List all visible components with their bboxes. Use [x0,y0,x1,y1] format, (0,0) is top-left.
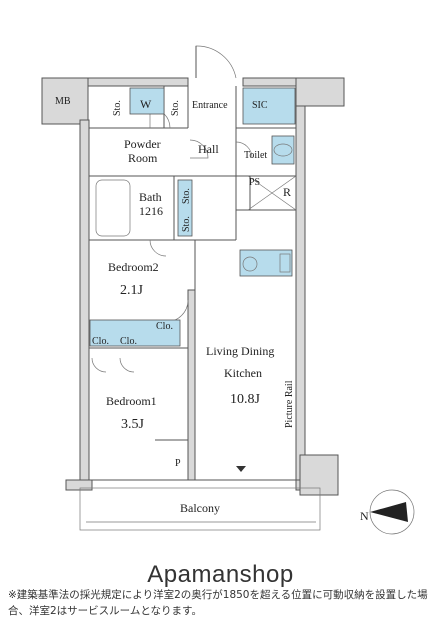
picture-rail-label: Picture Rail [284,380,295,428]
powder-room-label: Powder [124,137,161,151]
ldk-size-label: 10.8J [230,392,261,407]
closet-label-c: Clo. [156,321,173,332]
toilet-tank [271,135,295,165]
sic-label: SIC [252,100,268,111]
storage-label-4: Sto. [181,216,192,232]
fixtures [89,87,297,347]
floor-plan: MB W Entrance SIC Powder Room Hall Toile… [41,45,415,535]
closet-storage [89,319,181,347]
r-label: R [283,185,291,199]
powder-room-label-line2: Room [128,151,158,165]
bedroom2-size-label: 2.1J [120,283,144,298]
entrance-label: Entrance [192,100,228,111]
stove-icon [279,253,291,273]
closet-label-a: Clo. [92,336,109,347]
shoe-closet [242,87,296,125]
balcony-label: Balcony [180,501,220,515]
bathtub-icon [95,179,131,237]
washing-machine-pan [129,87,165,115]
bedroom1-size-label: 3.5J [121,417,145,432]
bedroom2-label: Bedroom2 [108,260,159,274]
brand-logo: Apamanshop [147,561,294,588]
hall-label: Hall [198,142,219,156]
toilet-label: Toilet [244,150,267,161]
ps-label: PS [249,177,260,188]
bath-storage [177,179,193,237]
mb-label: MB [55,96,71,107]
balcony-area [79,466,321,531]
closet-label-b: Clo. [120,336,137,347]
compass-icon [369,489,415,535]
ldk-label: Living Dining [206,344,274,358]
storage-label-2: Sto. [170,100,181,116]
bath-size-label: 1216 [139,204,163,218]
storage-label-1: Sto. [112,100,123,116]
bedroom1-label: Bedroom1 [106,394,157,408]
entrance-door-icon [195,45,237,79]
bath-label: Bath [139,190,162,204]
north-label: N [360,509,369,523]
storage-label-3: Sto. [181,188,192,204]
ldk-label-line2: Kitchen [224,366,262,380]
w-label: W [140,97,152,111]
legal-note: ※建築基準法の採光規定により洋室2の奥行が1850を超える位置に可動収納を設置し… [8,589,428,617]
p-label: P [175,458,181,469]
outer-walls [41,77,345,496]
